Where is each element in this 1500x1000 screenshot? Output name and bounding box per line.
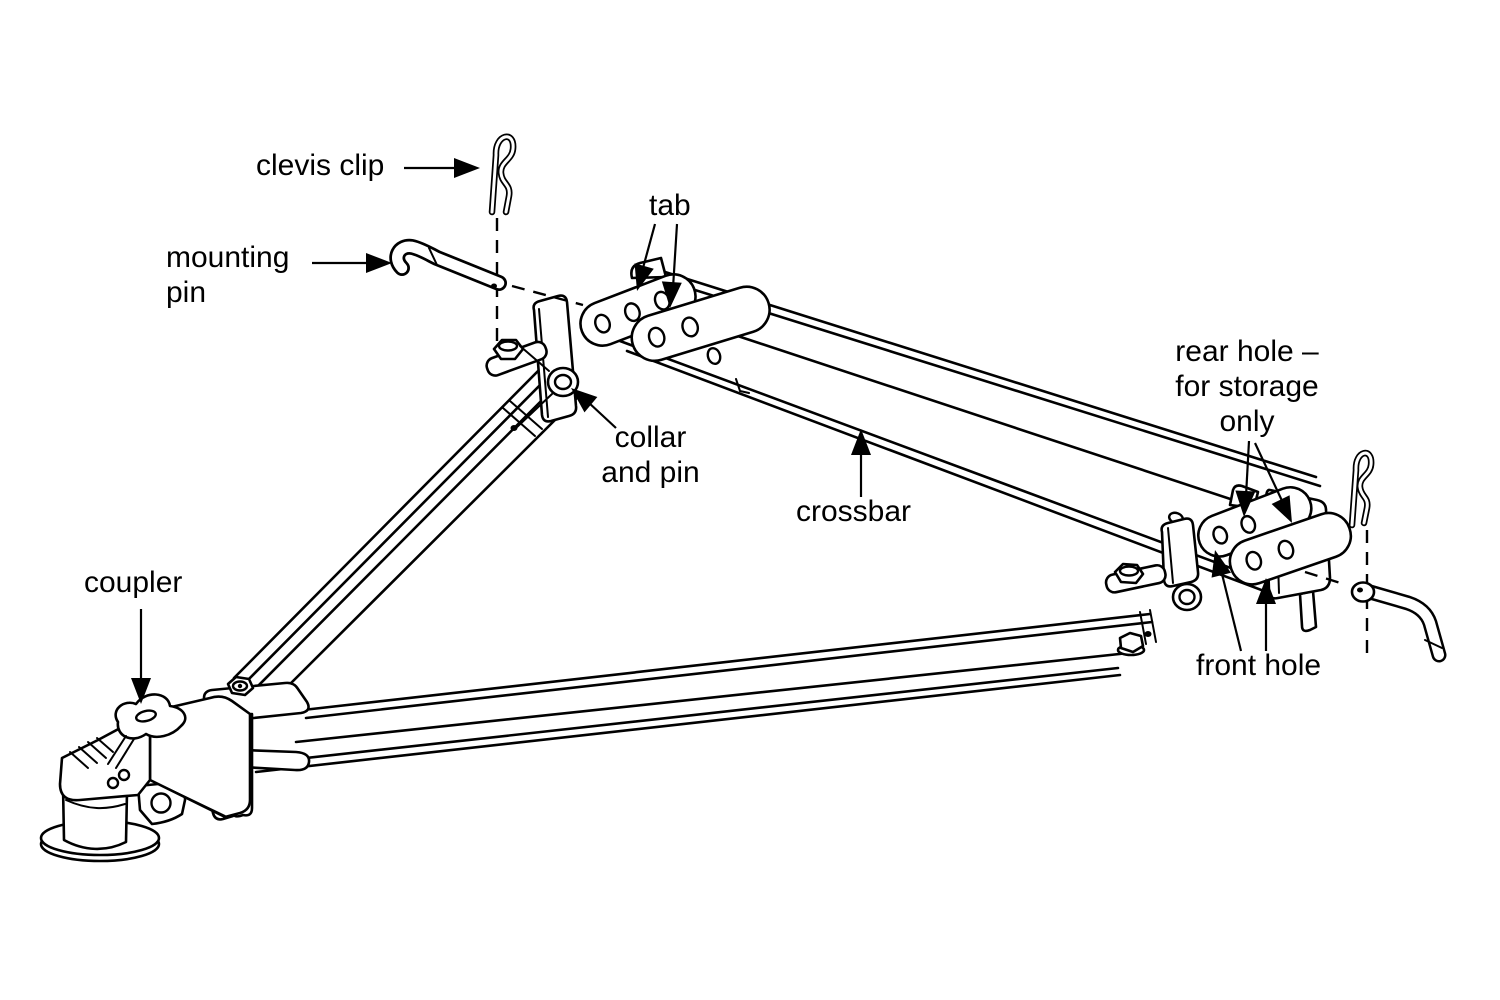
clevis-clip-right-drawing: [1348, 450, 1375, 529]
clevis-clip-left-drawing: [488, 133, 517, 216]
label-tab: tab: [649, 189, 691, 222]
storage-strip-drawing: [240, 748, 311, 772]
collar-and-pin-arrow: [571, 388, 598, 413]
right-collar-drawing: [1104, 517, 1203, 657]
label-coupler: coupler: [84, 566, 183, 599]
front-hole-arrow-2: [1256, 578, 1276, 604]
label-collar-and-pin: collar and pin: [583, 420, 718, 490]
label-mounting-pin: mounting pin: [166, 240, 289, 310]
rear-hole-arrow-1: [1235, 490, 1256, 517]
label-collar-and-pin-line2: and pin: [601, 456, 700, 489]
label-crossbar: crossbar: [796, 495, 912, 528]
left-collar-and-pin-drawing: [485, 294, 580, 437]
label-leaders: [131, 158, 1292, 704]
tab-arrow-2: [661, 281, 682, 308]
left-arm-drawing: [232, 367, 578, 710]
alignment-dashes: [495, 218, 1369, 656]
label-clevis-clip: clevis clip: [256, 149, 385, 182]
clevis-clip-arrow: [454, 158, 480, 178]
bottom-arm-drawing: [250, 612, 1154, 774]
mounting-pin-arrow: [366, 253, 392, 273]
tab-arrow-1: [634, 263, 654, 291]
label-rear-hole-line2: for storage: [1175, 370, 1319, 403]
label-rear-hole-line3: only: [1219, 405, 1275, 438]
label-mounting-pin-line1: mounting: [166, 241, 290, 274]
mounting-pin-right-drawing: [1350, 581, 1447, 663]
label-collar-and-pin-line1: collar: [614, 421, 687, 454]
label-rear-hole-line1: rear hole –: [1175, 335, 1319, 368]
mounting-pin-left-drawing: [389, 238, 507, 291]
label-front-hole: front hole: [1196, 649, 1322, 682]
label-mounting-pin-line2: pin: [166, 276, 207, 309]
rear-hole-arrow-2: [1271, 495, 1292, 523]
coupler-arrow: [131, 678, 151, 704]
front-hole-arrow-1: [1211, 550, 1231, 578]
label-rear-hole: rear hole – for storage only: [1158, 334, 1336, 439]
coupler-drawing: [39, 693, 254, 863]
crossbar-arrow: [851, 429, 871, 455]
